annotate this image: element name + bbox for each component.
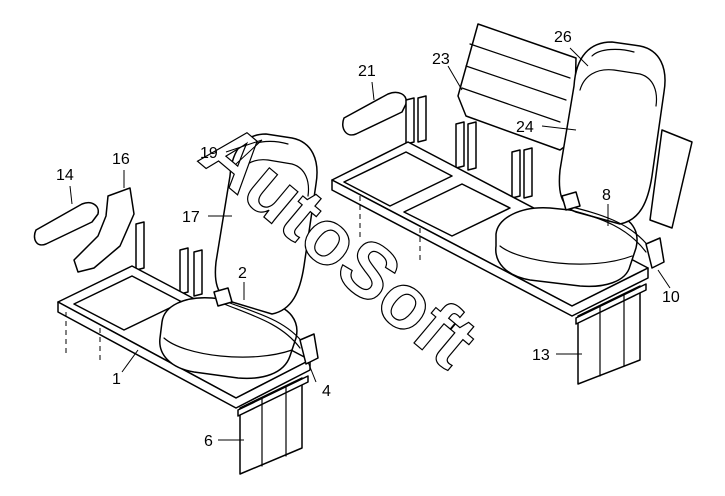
callout-24: 24 [516, 119, 534, 136]
seat-belt-left [221, 299, 305, 345]
callout-labels: 1 2 4 6 8 10 13 14 16 17 19 21 23 24 26 [56, 29, 680, 450]
right-seat-assembly [331, 23, 693, 385]
callout-19: 19 [200, 145, 218, 162]
callout-6: 6 [204, 433, 213, 450]
belt-anchor-right [645, 237, 665, 269]
callout-16: 16 [112, 151, 130, 168]
belt-anchor-left [299, 333, 319, 365]
armrest-right [342, 91, 407, 136]
callout-4: 4 [322, 383, 331, 400]
seat-belt-right [567, 205, 651, 249]
right-seat-cushion [495, 207, 638, 288]
leader-lines [69, 47, 671, 441]
rear-side-panel [649, 129, 693, 229]
callout-13: 13 [532, 347, 550, 364]
callout-23: 23 [432, 51, 450, 68]
left-seat-cushion [159, 297, 298, 380]
right-bench-frame-inner [343, 151, 453, 207]
belt-buckle-right [561, 191, 581, 211]
callout-14: 14 [56, 167, 74, 184]
callout-2: 2 [238, 265, 247, 282]
callout-1: 1 [112, 371, 121, 388]
callout-17: 17 [182, 209, 200, 226]
callout-26: 26 [554, 29, 572, 46]
armrest-left [33, 202, 100, 246]
callout-8: 8 [602, 187, 611, 204]
callout-10: 10 [662, 289, 680, 306]
callout-21: 21 [358, 63, 376, 80]
rear-back-panel [457, 23, 577, 151]
left-side-panel [73, 187, 135, 273]
belt-buckle-left [213, 287, 233, 307]
left-seat-assembly [33, 133, 319, 475]
